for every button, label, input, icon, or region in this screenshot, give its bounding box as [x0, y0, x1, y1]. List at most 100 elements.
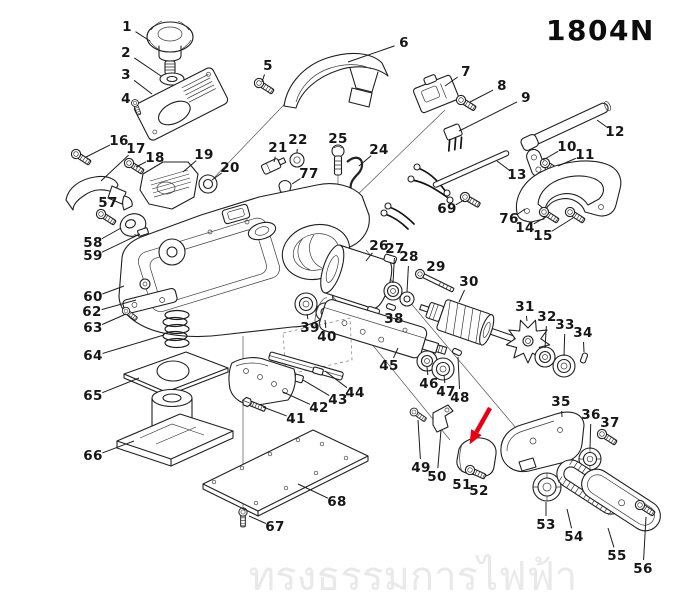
part-plate-65 [123, 351, 229, 397]
part-number-17: 17 [126, 141, 145, 157]
part-number-56: 56 [633, 561, 652, 577]
part-screw-25 [331, 144, 345, 176]
leader-line-14 [533, 216, 547, 225]
part-number-30: 30 [459, 274, 478, 290]
part-number-38: 38 [384, 311, 403, 327]
part-number-51: 51 [452, 477, 471, 493]
part-number-65: 65 [83, 388, 102, 404]
highlight-arrow [469, 406, 492, 445]
part-key-34 [579, 352, 589, 364]
part-number-15: 15 [533, 228, 552, 244]
part-washer-2 [159, 72, 185, 86]
leader-line-1 [135, 31, 151, 42]
part-belt-cover [581, 468, 661, 532]
part-number-46: 46 [419, 376, 438, 392]
part-number-18: 18 [145, 150, 164, 166]
leader-line-12 [596, 119, 607, 128]
leader-line-56 [643, 516, 647, 561]
leader-line-47 [443, 374, 446, 384]
part-number-63: 63 [83, 320, 102, 336]
parts-art [65, 20, 661, 532]
part-number-5: 5 [263, 58, 273, 74]
part-rod [432, 150, 510, 188]
part-number-54: 54 [564, 529, 583, 545]
part-number-59: 59 [83, 248, 102, 264]
leader-line-19 [182, 160, 197, 173]
part-number-26: 26 [369, 238, 388, 254]
leader-line-17 [100, 154, 129, 182]
part-top-plate [133, 67, 229, 141]
leader-line-67 [248, 515, 266, 524]
leader-line-46 [426, 366, 429, 376]
leader-line-60 [102, 285, 125, 295]
part-number-43: 43 [328, 392, 347, 408]
part-number-53: 53 [536, 517, 555, 533]
part-number-11: 11 [575, 147, 594, 163]
part-number-35: 35 [551, 394, 570, 410]
leader-line-55 [607, 527, 615, 548]
watermark-text: ทรงธรรมการไฟฟ้า [249, 554, 578, 600]
leader-line-50 [437, 429, 442, 469]
part-pad-59 [137, 227, 149, 237]
part-number-31: 31 [515, 299, 534, 315]
leader-line-7 [444, 76, 458, 87]
leader-line-6 [347, 45, 395, 63]
part-seal-ring [198, 174, 218, 194]
leader-line-9 [458, 101, 518, 132]
part-number-50: 50 [427, 469, 446, 485]
leader-line-32 [544, 325, 547, 349]
part-number-9: 9 [521, 90, 531, 106]
red-arrow-shaft [474, 406, 492, 434]
leader-line-20 [211, 172, 222, 181]
part-number-49: 49 [411, 460, 430, 476]
leader-line-18 [135, 161, 147, 168]
leader-line-31 [525, 315, 528, 322]
part-number-34: 34 [573, 325, 592, 341]
part-front-base-66 [116, 388, 234, 467]
part-number-41: 41 [286, 411, 305, 427]
part-blade-44 [268, 351, 344, 381]
part-number-25: 25 [328, 131, 347, 147]
leader-line-16 [85, 144, 111, 158]
part-number-39: 39 [300, 320, 319, 336]
part-bearing-39 [294, 292, 318, 316]
part-pulley-36 [578, 447, 602, 471]
part-number-28: 28 [399, 249, 418, 265]
leader-line-66 [102, 440, 135, 454]
part-number-48: 48 [450, 390, 469, 406]
leader-line-59 [101, 233, 141, 253]
part-number-4: 4 [121, 91, 131, 107]
part-number-21: 21 [268, 140, 287, 156]
part-holder-plate-42 [228, 357, 296, 406]
part-number-16: 16 [109, 133, 128, 149]
leader-line-77 [291, 178, 301, 185]
part-bearing-47 [431, 357, 455, 381]
part-number-58: 58 [83, 235, 102, 251]
leader-line-10 [542, 150, 559, 161]
part-number-14: 14 [515, 220, 534, 236]
part-number-77: 77 [299, 166, 318, 182]
leader-line-76 [517, 208, 526, 215]
part-screw-29 [414, 268, 455, 293]
leader-line-65 [102, 377, 140, 394]
leader-line-42 [282, 391, 311, 405]
part-number-6: 6 [399, 35, 409, 51]
part-terminal-9 [443, 123, 463, 152]
part-number-2: 2 [121, 45, 131, 61]
leader-line-68 [297, 483, 329, 499]
part-number-67: 67 [265, 519, 284, 535]
part-number-64: 64 [83, 348, 102, 364]
part-number-47: 47 [436, 384, 455, 400]
part-key-38 [385, 303, 397, 311]
part-number-37: 37 [600, 415, 619, 431]
leader-line-62 [101, 299, 137, 311]
part-number-36: 36 [581, 407, 600, 423]
leader-line-11 [557, 157, 576, 167]
part-vent-cover [139, 161, 199, 210]
part-base-plate-68 [202, 429, 369, 517]
part-number-20: 20 [220, 160, 239, 176]
leader-line-15 [551, 217, 574, 232]
leader-line-26 [365, 252, 373, 262]
leader-line-44 [324, 370, 348, 389]
